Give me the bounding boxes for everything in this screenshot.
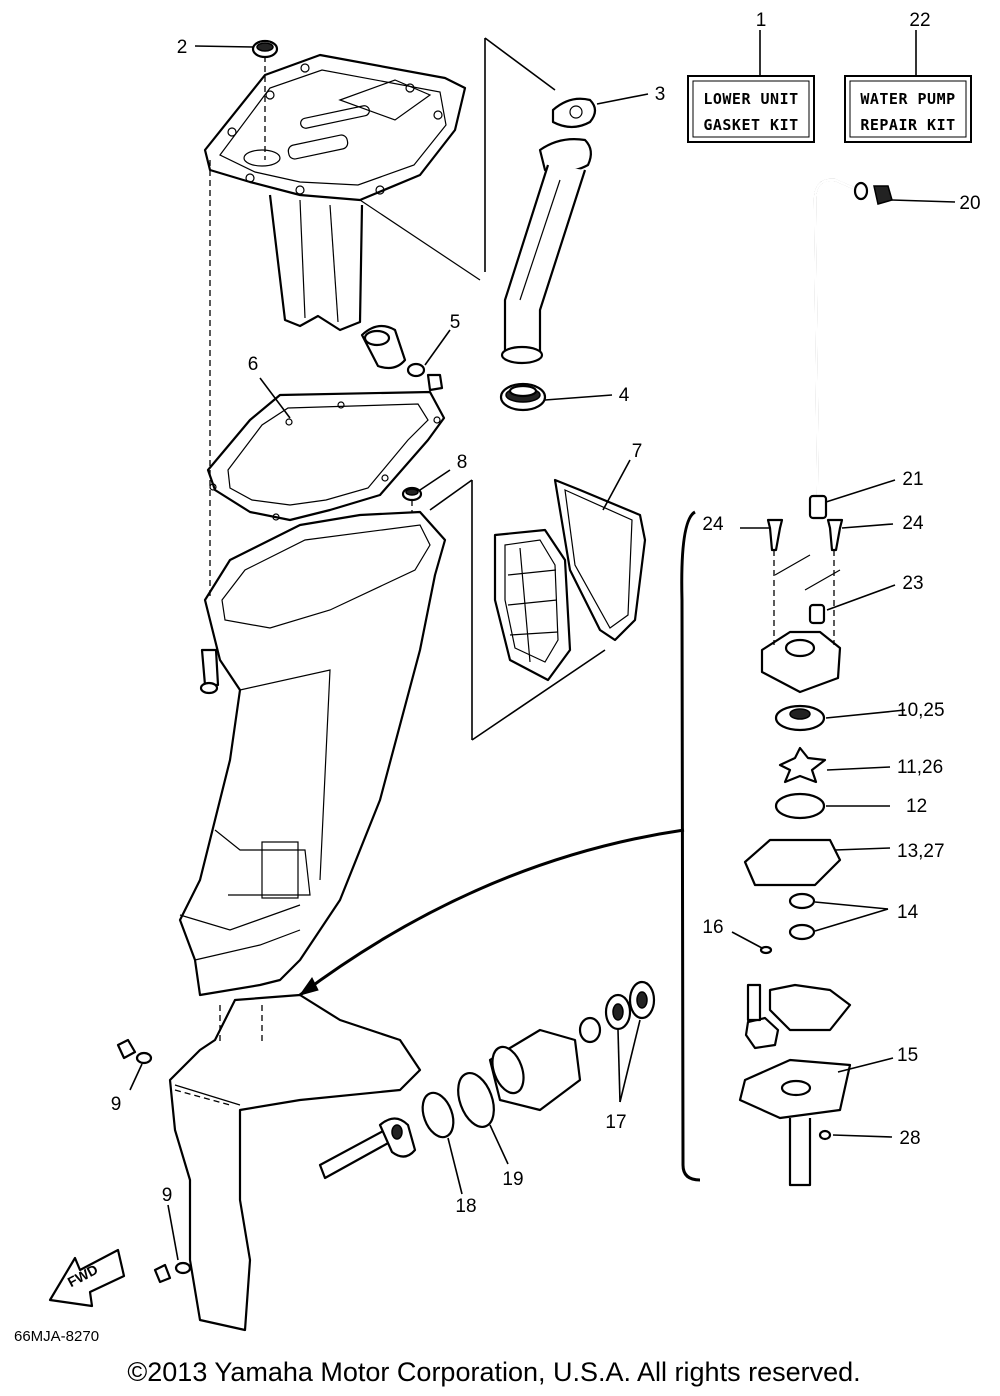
water-pump-parts [738,494,852,1187]
callout-2: 2 [177,37,188,58]
copyright-notice: ©2013 Yamaha Motor Corporation, U.S.A. A… [127,1357,860,1387]
callout-17: 17 [605,1112,626,1133]
callout-labels: 2 3 4 5 6 7 8 9 9 10,25 11,26 12 13,27 1… [111,37,981,1217]
water-pump-repair-kit-box: WATER PUMP REPAIR KIT 22 [844,10,972,143]
part-4-grommet [499,382,547,412]
callout-5: 5 [450,312,461,333]
part-5-fittings [360,324,444,392]
callout-20: 20 [959,193,980,214]
callout-18: 18 [455,1196,476,1217]
callout-24-left: 24 [702,514,724,535]
callout-1: 1 [756,10,767,31]
forward-direction-arrow: FWD [48,1248,126,1308]
callout-8: 8 [457,452,468,473]
callout-10-25: 10,25 [897,700,945,721]
kit-22-line-1: WATER PUMP [860,90,955,108]
gearcase-seals [421,980,656,1139]
callout-19: 19 [502,1169,523,1190]
pump-group-bracket [680,510,701,1182]
callout-16: 16 [702,917,723,938]
callout-3: 3 [655,84,666,105]
callout-13-27: 13,27 [897,841,945,862]
pump-location-arrow [299,828,685,997]
part-9-screws [116,1038,192,1284]
gearcase [168,993,422,1332]
part-2-bushing [251,39,279,160]
kit-22-line-2: REPAIR KIT [860,116,955,134]
callout-22: 22 [909,10,930,31]
drive-shaft-housing [178,160,447,997]
callout-14: 14 [897,902,919,923]
kit-1-line-1: LOWER UNIT [703,90,798,108]
callout-15: 15 [897,1045,918,1066]
callout-9-lower: 9 [162,1185,173,1206]
callout-6: 6 [248,354,259,375]
leader-lines [129,45,956,1261]
callout-4: 4 [619,385,630,406]
diagram-code: 66MJA-8270 [14,1328,99,1345]
callout-21: 21 [902,469,923,490]
lower-unit-gasket-kit-box: LOWER UNIT GASKET KIT 1 [687,10,815,143]
callout-7: 7 [632,441,643,462]
upper-casing-top [203,53,481,332]
callout-23: 23 [902,573,923,594]
kit-1-line-2: GASKET KIT [703,116,798,134]
part-6-gasket [206,390,446,522]
water-tube [813,178,893,511]
callout-24-right: 24 [902,513,924,534]
assembly-reference-lines [429,479,606,741]
callout-12: 12 [906,796,927,817]
callout-9-upper: 9 [111,1094,122,1115]
part-7-water-inlet-screens [493,478,647,682]
callout-28: 28 [899,1128,920,1149]
callout-11-26: 11,26 [897,757,943,778]
exhaust-pipe-assembly [484,37,597,412]
